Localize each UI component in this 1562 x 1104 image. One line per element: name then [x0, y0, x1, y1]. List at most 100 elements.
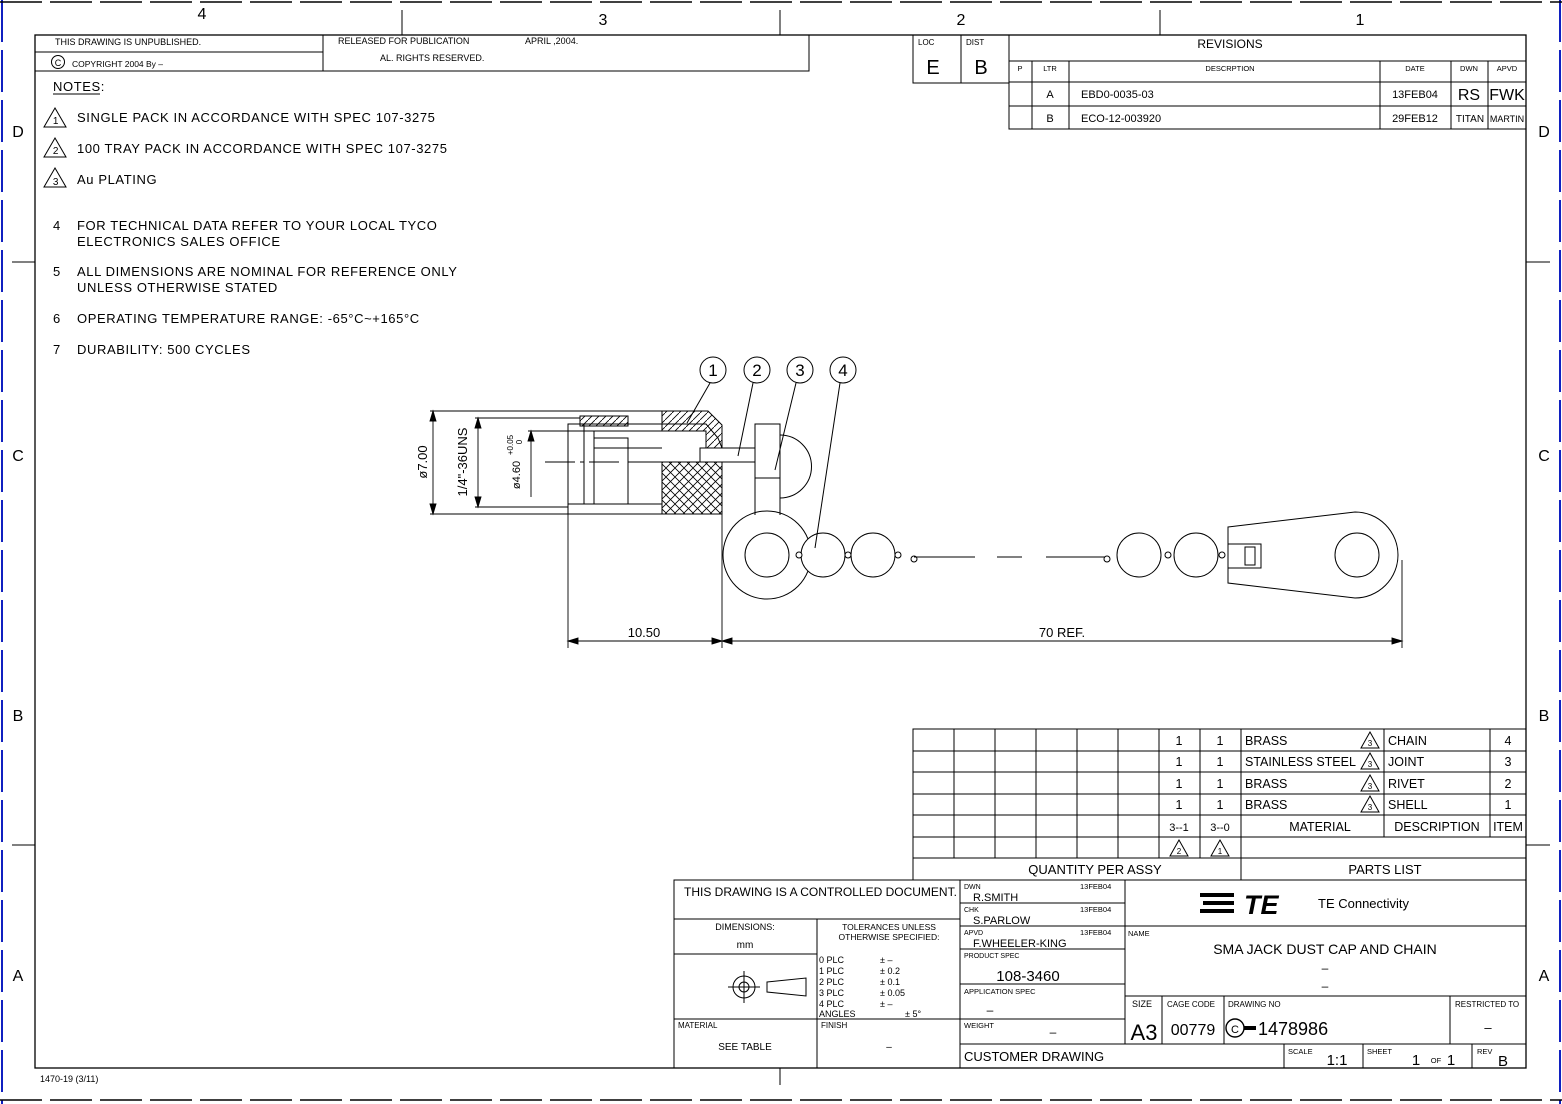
flag-triangle-icon — [1360, 751, 1380, 770]
loc-code: E — [926, 57, 939, 79]
svg-text:PRODUCT SPEC: PRODUCT SPEC — [964, 953, 1020, 960]
copyright-symbol — [51, 55, 65, 69]
svg-text:FOR TECHNICAL DATA REFER TO YO: FOR TECHNICAL DATA REFER TO YOUR LOCAL T… — [77, 218, 438, 233]
rivet-pin — [699, 447, 756, 463]
dim-outer-diameter: ø7.00 — [415, 445, 430, 478]
svg-text:TE: TE — [1244, 890, 1279, 920]
svg-text:± –: ± – — [880, 999, 892, 1009]
dim-chain-length: 70 REF. — [1039, 625, 1085, 640]
application-spec: – — [987, 1003, 994, 1017]
svg-text:13FEB04: 13FEB04 — [1080, 928, 1111, 937]
svg-text:ALL DIMENSIONS ARE NOMINAL FOR: ALL DIMENSIONS ARE NOMINAL FOR REFERENCE… — [77, 264, 457, 279]
svg-text:1: 1 — [1218, 847, 1223, 856]
svg-text:RS: RS — [1458, 87, 1480, 104]
svg-text:DWN: DWN — [1460, 64, 1478, 73]
svg-text:1: 1 — [1176, 777, 1183, 791]
balloon-4: 4 — [838, 361, 847, 380]
svg-text:C: C — [1231, 1024, 1239, 1036]
svg-text:DESCRPTION: DESCRPTION — [1205, 64, 1254, 73]
svg-text:TOLERANCES UNLESS: TOLERANCES UNLESS — [842, 922, 936, 932]
parts-row-joint: 1 1 STAINLESS STEEL 3 JOINT 3 — [1176, 755, 1512, 769]
svg-text:3: 3 — [1368, 782, 1373, 791]
svg-text:MATERIAL: MATERIAL — [1289, 820, 1351, 834]
dimension-lines — [429, 409, 1404, 648]
svg-text:APPLICATION SPEC: APPLICATION SPEC — [964, 987, 1036, 996]
svg-text:SHELL: SHELL — [1388, 798, 1428, 812]
revisions-title: REVISIONS — [1197, 37, 1262, 51]
svg-text:WEIGHT: WEIGHT — [964, 1021, 994, 1030]
svg-text:3: 3 — [1505, 755, 1512, 769]
flag-triangle-icon — [1360, 773, 1380, 792]
svg-text:3 PLC: 3 PLC — [819, 988, 845, 998]
material-value: SEE TABLE — [718, 1042, 772, 1053]
svg-text:2: 2 — [53, 146, 59, 157]
sheet-size: A3 — [1131, 1020, 1158, 1045]
svg-text:DRAWING NO: DRAWING NO — [1228, 1000, 1281, 1009]
svg-text:SIZE: SIZE — [1132, 999, 1152, 1009]
item-balloons — [686, 356, 857, 549]
svg-text:TITAN: TITAN — [1456, 114, 1484, 125]
svg-text:LTR: LTR — [1043, 64, 1057, 73]
parts-header-row: 3--1 3--0 MATERIAL DESCRIPTION ITEM — [1169, 820, 1523, 834]
svg-text:APVD: APVD — [964, 930, 983, 937]
svg-text:DIMENSIONS:: DIMENSIONS: — [715, 922, 775, 932]
chain-ball — [1173, 532, 1219, 578]
note-7: 7 DURABILITY: 500 CYCLES — [53, 342, 250, 357]
svg-text:13FEB04: 13FEB04 — [1392, 89, 1438, 101]
restricted-value: – — [1484, 1020, 1492, 1035]
note-3: 3 Au PLATING — [43, 167, 157, 188]
svg-text:DIST: DIST — [966, 38, 984, 47]
svg-text:APVD: APVD — [1497, 64, 1518, 73]
svg-text:13FEB04: 13FEB04 — [1080, 882, 1111, 891]
svg-text:DESCRIPTION: DESCRIPTION — [1394, 820, 1479, 834]
svg-text:SCALE: SCALE — [1288, 1047, 1313, 1056]
svg-text:FWK: FWK — [1489, 87, 1525, 104]
svg-text:Au PLATING: Au PLATING — [77, 172, 157, 187]
svg-text:3--1: 3--1 — [1169, 822, 1189, 834]
svg-text:2: 2 — [1177, 847, 1182, 856]
svg-text:29FEB12: 29FEB12 — [1392, 113, 1438, 125]
svg-text:± 0.05: ± 0.05 — [880, 988, 905, 998]
chain-ball — [800, 532, 846, 578]
note-5: 5 ALL DIMENSIONS ARE NOMINAL FOR REFEREN… — [53, 264, 457, 295]
notes-section: NOTES: 1 SINGLE PACK IN ACCORDANCE WITH … — [43, 79, 457, 357]
weight-value: – — [1050, 1025, 1057, 1039]
dim-inner-diameter: ø4.60 — [511, 461, 523, 489]
revision-row-a: A EBD0-0035-03 13FEB04 RS FWK — [1046, 87, 1525, 104]
zone-right-b: B — [1539, 708, 1550, 725]
svg-text:1: 1 — [1176, 734, 1183, 748]
finish-value: – — [886, 1042, 892, 1053]
zone-left-d: D — [12, 124, 24, 141]
svg-text:SHEET: SHEET — [1367, 1047, 1392, 1056]
svg-text:1: 1 — [1176, 798, 1183, 812]
svg-text:1: 1 — [53, 116, 59, 127]
svg-text:BRASS: BRASS — [1245, 798, 1287, 812]
form-number: 1470-19 (3/11) — [40, 1074, 98, 1084]
flag-triangle-icon — [43, 167, 67, 188]
parts-row-chain: 1 1 BRASS 3 CHAIN 4 — [1176, 734, 1512, 748]
balloon-3: 3 — [795, 361, 804, 380]
flag-triangle-icon — [43, 107, 67, 128]
drawn-by: R.SMITH — [973, 892, 1018, 904]
sheet-total: 1 — [1447, 1052, 1455, 1069]
parts-list: 1 1 BRASS 3 CHAIN 4 1 1 STAINLESS STEEL … — [912, 728, 1527, 881]
revision-letter: B — [1498, 1053, 1508, 1070]
svg-text:–: – — [1322, 961, 1329, 975]
zone-right-a: A — [1539, 968, 1550, 985]
svg-text:–: – — [1322, 979, 1329, 993]
svg-text:BRASS: BRASS — [1245, 734, 1287, 748]
svg-text:ELECTRONICS SALES OFFICE: ELECTRONICS SALES OFFICE — [77, 234, 281, 249]
flag-triangle-icon — [43, 137, 67, 158]
rights-note: AL. RIGHTS RESERVED. — [380, 53, 484, 63]
te-logo-icon: TE — [1200, 890, 1279, 920]
drawing-number: 1478986 — [1258, 1019, 1328, 1039]
svg-text:OF: OF — [1431, 1056, 1442, 1065]
dimensions-unit: mm — [737, 940, 754, 951]
svg-text:MATERIAL: MATERIAL — [678, 1021, 718, 1030]
svg-text:RIVET: RIVET — [1388, 777, 1425, 791]
parts-row-rivet: 1 1 BRASS 3 RIVET 2 — [1176, 777, 1512, 791]
dim-tol-up: +0.05 — [506, 434, 515, 455]
customer-drawing: CUSTOMER DRAWING — [964, 1049, 1104, 1064]
svg-text:4: 4 — [1505, 734, 1512, 748]
projection-symbol-icon — [728, 971, 807, 1003]
